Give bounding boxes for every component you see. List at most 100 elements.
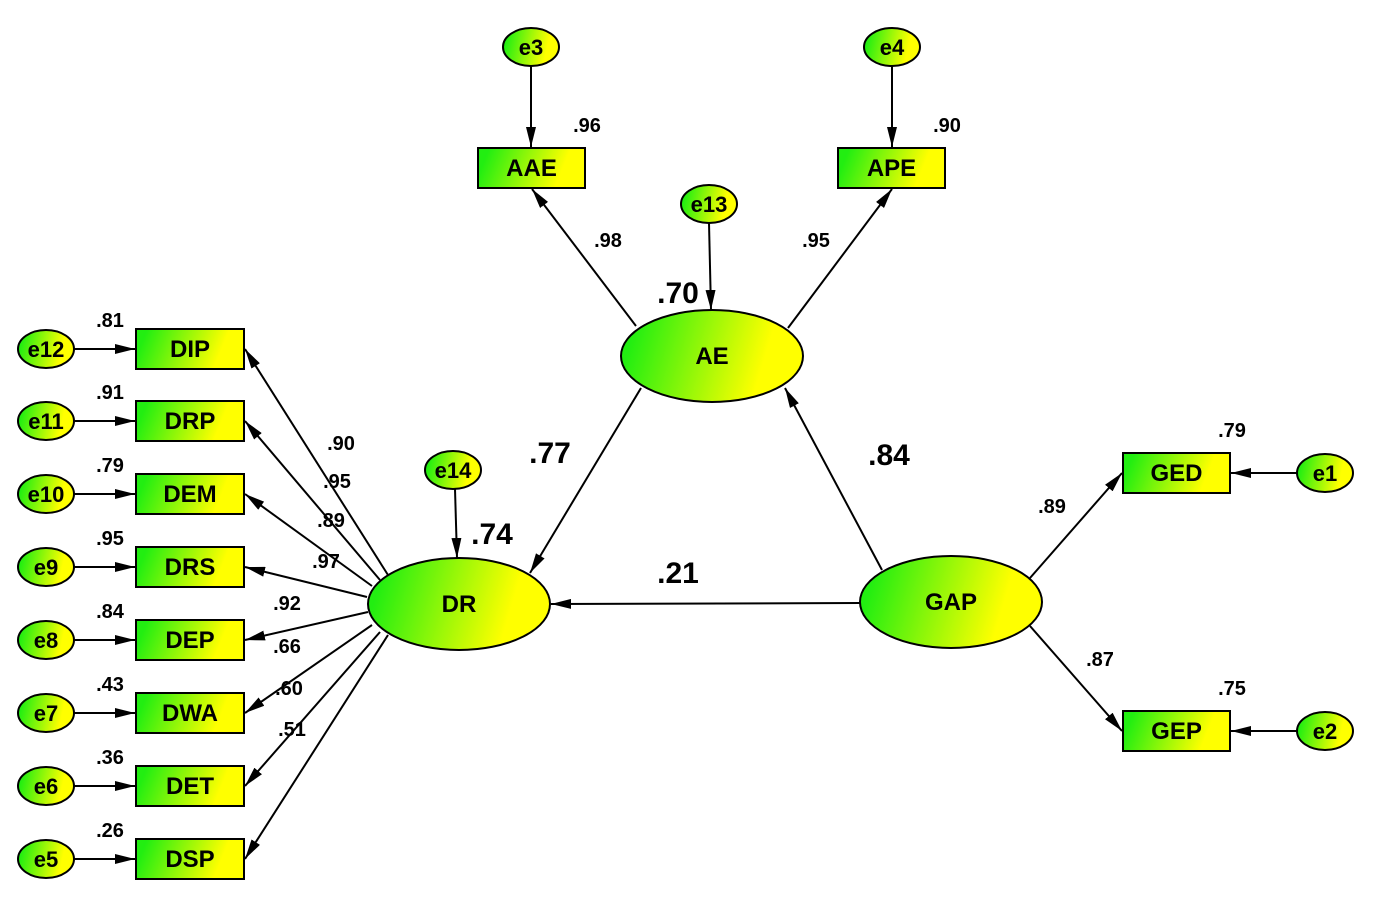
path-gap-ae [784, 387, 883, 571]
loading-aae: .98 [594, 230, 622, 252]
error-e12-label: e12 [28, 337, 65, 362]
path-gap-dr [550, 598, 861, 609]
path-DR-dep [244, 611, 369, 641]
path-DR-drs [244, 566, 368, 598]
r2-dep: .84 [96, 601, 125, 623]
indicator-drp [135, 400, 245, 442]
indicator-aae-label: AAE [506, 155, 557, 182]
path-DR-dsp [244, 634, 389, 860]
path-to-ape [787, 188, 893, 329]
disturbance-e14-label: e14 [435, 458, 472, 483]
error-e11-label: e11 [28, 409, 64, 434]
latent-gap-label: GAP [925, 589, 977, 616]
error-e12 [17, 329, 75, 369]
indicator-dip [135, 328, 245, 370]
latent-gap [859, 555, 1043, 649]
disturbance-e14 [424, 450, 482, 490]
error-e6-label: e6 [34, 774, 58, 799]
loading-ged: .89 [1038, 496, 1066, 518]
coef-ae-dr: .77 [529, 437, 571, 470]
indicator-dwa [135, 692, 245, 734]
error-e8-label: e8 [34, 628, 58, 653]
r2-drp: .91 [96, 382, 124, 404]
coef-gap-ae: .84 [868, 439, 910, 472]
loading-dwa: .66 [273, 636, 301, 658]
latent-ae [620, 309, 804, 403]
indicator-ape-label: APE [867, 155, 916, 182]
indicator-det-label: DET [166, 773, 214, 800]
latent-dr-label: DR [442, 591, 477, 618]
error-e6 [17, 766, 75, 806]
error-e10 [17, 474, 75, 514]
indicator-aae [477, 147, 586, 189]
error-e10-label: e10 [28, 482, 65, 507]
path-to-aae [531, 188, 637, 327]
loading-drp: .95 [323, 471, 351, 493]
error-e9-label: e9 [34, 555, 58, 580]
indicator-ged-label: GED [1150, 460, 1202, 487]
loading-gep: .87 [1086, 649, 1114, 671]
indicator-drs [135, 546, 245, 588]
indicator-gep-label: GEP [1151, 718, 1202, 745]
error-e4-label: e4 [880, 35, 905, 60]
indicator-dsp [135, 838, 245, 880]
latent-dr [367, 557, 551, 651]
r2-dr: .74 [471, 518, 513, 551]
r2-dem: .79 [96, 455, 124, 477]
r2-aae: .96 [573, 115, 601, 137]
indicator-ape [837, 147, 946, 189]
path-e13-ae [705, 222, 716, 311]
indicator-det [135, 765, 245, 807]
indicator-dep [135, 619, 245, 661]
r2-dip: .81 [96, 310, 124, 332]
loading-drs: .97 [312, 551, 340, 573]
indicator-dem [135, 473, 245, 515]
loading-det: .60 [275, 678, 303, 700]
error-e2-label: e2 [1313, 719, 1337, 744]
path-ae-dr [529, 387, 642, 574]
loading-dem: .89 [317, 510, 345, 532]
error-e4 [863, 27, 921, 67]
error-e1-label: e1 [1313, 461, 1337, 486]
r2-ae: .70 [657, 277, 699, 310]
path-DR-det [244, 631, 381, 787]
path-DR-drp [244, 420, 381, 581]
error-e5-label: e5 [34, 847, 58, 872]
path-DR-dwa [244, 624, 373, 714]
error-e7 [17, 693, 75, 733]
indicator-drp-label: DRP [165, 408, 216, 435]
path-to-gep [1029, 625, 1123, 732]
indicator-ged [1122, 452, 1231, 494]
r2-det: .36 [96, 747, 124, 769]
indicator-dep-label: DEP [165, 627, 214, 654]
error-e3-label: e3 [519, 35, 543, 60]
r2-ape: .90 [933, 115, 961, 137]
error-e8 [17, 620, 75, 660]
coef-gap-dr: .21 [657, 557, 699, 590]
r2-dsp: .26 [96, 820, 124, 842]
path-DR-dip [244, 348, 389, 576]
error-e3 [502, 27, 560, 67]
indicator-gep [1122, 710, 1231, 752]
r2-dwa: .43 [96, 674, 124, 696]
error-e11 [17, 401, 75, 441]
loading-ape: .95 [802, 230, 830, 252]
disturbance-e13-label: e13 [691, 192, 728, 217]
r2-gep: .75 [1218, 678, 1246, 700]
loading-dsp: .51 [278, 719, 306, 741]
error-e1 [1296, 453, 1354, 493]
loading-dep: .92 [273, 593, 301, 615]
path-DR-dem [244, 493, 373, 587]
r2-drs: .95 [96, 528, 124, 550]
loading-dip: .90 [327, 433, 355, 455]
r2-ged: .79 [1218, 420, 1246, 442]
error-e9 [17, 547, 75, 587]
disturbance-e13 [680, 184, 738, 224]
path-to-ged [1029, 472, 1123, 579]
indicator-dip-label: DIP [170, 336, 210, 363]
indicator-dem-label: DEM [163, 481, 216, 508]
indicator-dwa-label: DWA [162, 700, 218, 727]
error-e5 [17, 839, 75, 879]
indicator-drs-label: DRS [165, 554, 216, 581]
